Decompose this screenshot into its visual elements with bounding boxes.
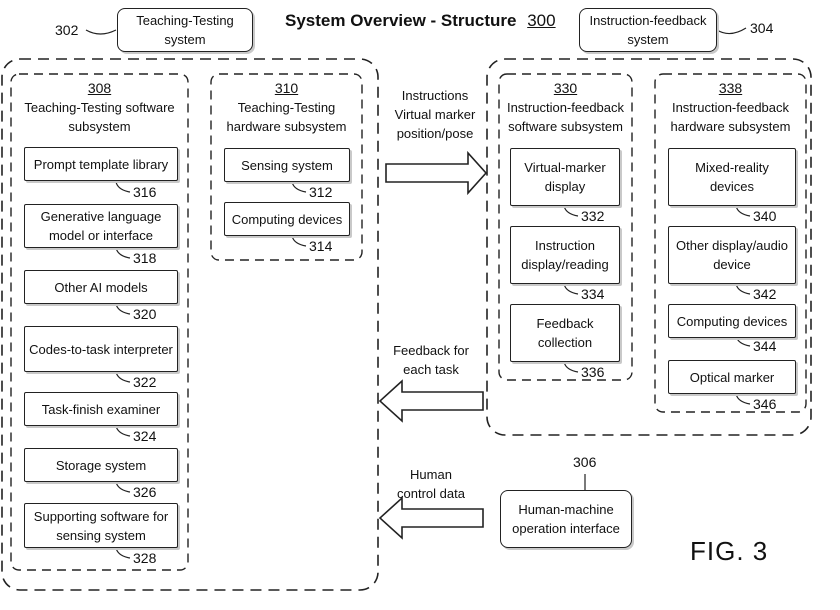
storage-system-box: Storage system xyxy=(24,448,178,482)
subsystem-308-label: Teaching-Testing software subsystem xyxy=(24,100,175,134)
number-344: 344 xyxy=(753,338,777,354)
diagram-title: System Overview - Structure 300 xyxy=(285,11,556,31)
supporting-software-box: Supporting software for sensing system xyxy=(24,503,178,548)
subsystem-310-container xyxy=(210,73,363,261)
virtual-marker-display-box: Virtual-marker display xyxy=(510,148,620,206)
number-332: 332 xyxy=(581,208,605,224)
hmi-number: 306 xyxy=(573,454,597,470)
mixed-reality-devices-box: Mixed-reality devices xyxy=(668,148,796,206)
number-336: 336 xyxy=(581,364,605,380)
prompt-template-library-box: Prompt template library xyxy=(24,147,178,181)
subsystem-338-header: 338 Instruction-feedback hardware subsys… xyxy=(656,79,805,136)
feedback-system-box: Instruction-feedback system xyxy=(579,8,717,52)
leader-320 xyxy=(115,303,131,315)
number-316: 316 xyxy=(133,184,157,200)
number-324: 324 xyxy=(133,428,157,444)
human-control-arrow xyxy=(378,496,484,540)
subsystem-308-header: 308 Teaching-Testing software subsystem xyxy=(12,79,187,136)
feedback-system-number: 304 xyxy=(750,20,774,36)
number-326: 326 xyxy=(133,484,157,500)
leader-328 xyxy=(115,547,131,559)
diagram-title-text: System Overview - Structure xyxy=(285,11,517,30)
leader-304 xyxy=(716,27,747,35)
human-control-arrow-label: Human control data xyxy=(397,467,465,501)
leader-302 xyxy=(85,29,117,35)
subsystem-310-header: 310 Teaching-Testing hardware subsystem xyxy=(212,79,361,136)
subsystem-330-container xyxy=(498,73,633,381)
other-ai-models-box: Other AI models xyxy=(24,270,178,304)
leader-340 xyxy=(735,205,751,217)
sensing-system-box: Sensing system xyxy=(224,148,350,182)
leader-334 xyxy=(563,283,579,295)
human-machine-interface-box: Human-machine operation interface xyxy=(500,490,632,548)
teaching-system-container xyxy=(1,58,379,591)
computing-devices-338-box: Computing devices xyxy=(668,304,796,338)
teaching-system-box: Teaching-Testing system xyxy=(117,8,253,52)
leader-316 xyxy=(115,181,131,193)
figure-label: FIG. 3 xyxy=(690,536,769,566)
leader-342 xyxy=(735,283,751,295)
feedback-arrow xyxy=(378,379,484,423)
instructions-arrow-label: Instructions Virtual marker position/pos… xyxy=(394,88,476,141)
number-320: 320 xyxy=(133,306,157,322)
subsystem-330-label: Instruction-feedback software subsystem xyxy=(506,100,625,134)
computing-devices-310-box: Computing devices xyxy=(224,202,350,236)
generative-language-model-box: Generative language model or interface xyxy=(24,204,178,248)
subsystem-338-container xyxy=(654,73,807,413)
subsystem-308-container xyxy=(10,73,189,571)
feedback-system-container xyxy=(486,58,812,436)
teaching-system-number: 302 xyxy=(55,22,79,38)
subsystem-310-number: 310 xyxy=(274,80,299,96)
subsystem-330-header: 330 Instruction-feedback software subsys… xyxy=(500,79,631,136)
subsystem-308-number: 308 xyxy=(87,80,112,96)
subsystem-338-number: 338 xyxy=(718,80,743,96)
leader-332 xyxy=(563,205,579,217)
leader-324 xyxy=(115,425,131,437)
task-finish-examiner-box: Task-finish examiner xyxy=(24,392,178,426)
other-display-audio-box: Other display/audio device xyxy=(668,226,796,284)
subsystem-310-label: Teaching-Testing hardware subsystem xyxy=(226,100,347,134)
instructions-arrow xyxy=(385,150,488,196)
codes-to-task-interpreter-box: Codes-to-task interpreter xyxy=(24,326,178,372)
number-334: 334 xyxy=(581,286,605,302)
number-314: 314 xyxy=(309,238,333,254)
optical-marker-box: Optical marker xyxy=(668,360,796,394)
feedback-collection-box: Feedback collection xyxy=(510,304,620,362)
leader-314 xyxy=(291,235,307,247)
number-328: 328 xyxy=(133,550,157,566)
number-340: 340 xyxy=(753,208,777,224)
leader-318 xyxy=(115,247,131,259)
leader-336 xyxy=(563,361,579,373)
number-342: 342 xyxy=(753,286,777,302)
diagram-title-number: 300 xyxy=(527,11,556,30)
leader-346 xyxy=(735,393,751,405)
number-318: 318 xyxy=(133,250,157,266)
feedback-arrow-label: Feedback for each task xyxy=(393,343,469,377)
subsystem-330-number: 330 xyxy=(553,80,578,96)
number-346: 346 xyxy=(753,396,777,412)
instruction-display-box: Instruction display/reading xyxy=(510,226,620,284)
number-312: 312 xyxy=(309,184,333,200)
number-322: 322 xyxy=(133,374,157,390)
leader-322 xyxy=(115,371,131,383)
subsystem-338-label: Instruction-feedback hardware subsystem xyxy=(670,100,791,134)
leader-312 xyxy=(291,181,307,193)
leader-326 xyxy=(115,481,131,493)
